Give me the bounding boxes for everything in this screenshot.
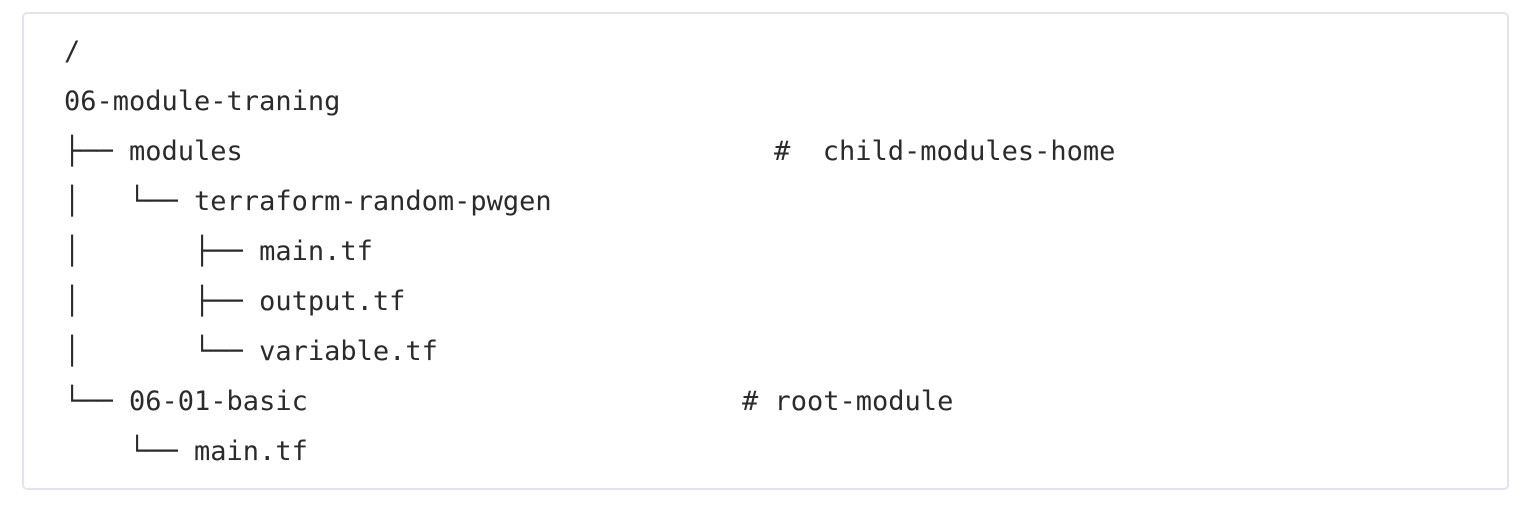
tree-entry-comment: # child-modules-home bbox=[774, 136, 1116, 167]
tree-entry-path: └── main.tf bbox=[64, 436, 308, 467]
tree-entry-comment: # root-module bbox=[742, 386, 954, 417]
tree-entry-path: 06-module-traning bbox=[64, 86, 341, 117]
tree-entry-path: │ ├── output.tf bbox=[64, 286, 406, 317]
tree-line: │ ├── output.tf bbox=[64, 277, 552, 327]
tree-entry-path: │ └── terraform-random-pwgen bbox=[64, 186, 552, 217]
tree-line: └── 06-01-basic # root-module bbox=[64, 377, 953, 427]
tree-entry-path: / bbox=[64, 36, 81, 67]
tree-line: ├── modules # child-modules-home bbox=[64, 127, 1115, 177]
tree-line: │ └── terraform-random-pwgen bbox=[64, 177, 552, 227]
directory-tree-card: / 06-module-traning ├── modules # child-mod… bbox=[22, 12, 1509, 490]
tree-line: │ └── variable.tf bbox=[64, 327, 552, 377]
tree-entry-path: ├── modules bbox=[64, 136, 243, 167]
tree-line: / bbox=[64, 27, 552, 77]
tree-entry-path: │ └── variable.tf bbox=[64, 336, 438, 367]
directory-tree-listing: / 06-module-traning ├── modules # child-mod… bbox=[64, 27, 1115, 477]
tree-line: 06-module-traning bbox=[64, 77, 552, 127]
tree-line: │ ├── main.tf bbox=[64, 227, 552, 277]
tree-entry-path: └── 06-01-basic bbox=[64, 386, 308, 417]
tree-line: └── main.tf bbox=[64, 427, 552, 477]
tree-entry-path: │ ├── main.tf bbox=[64, 236, 373, 267]
